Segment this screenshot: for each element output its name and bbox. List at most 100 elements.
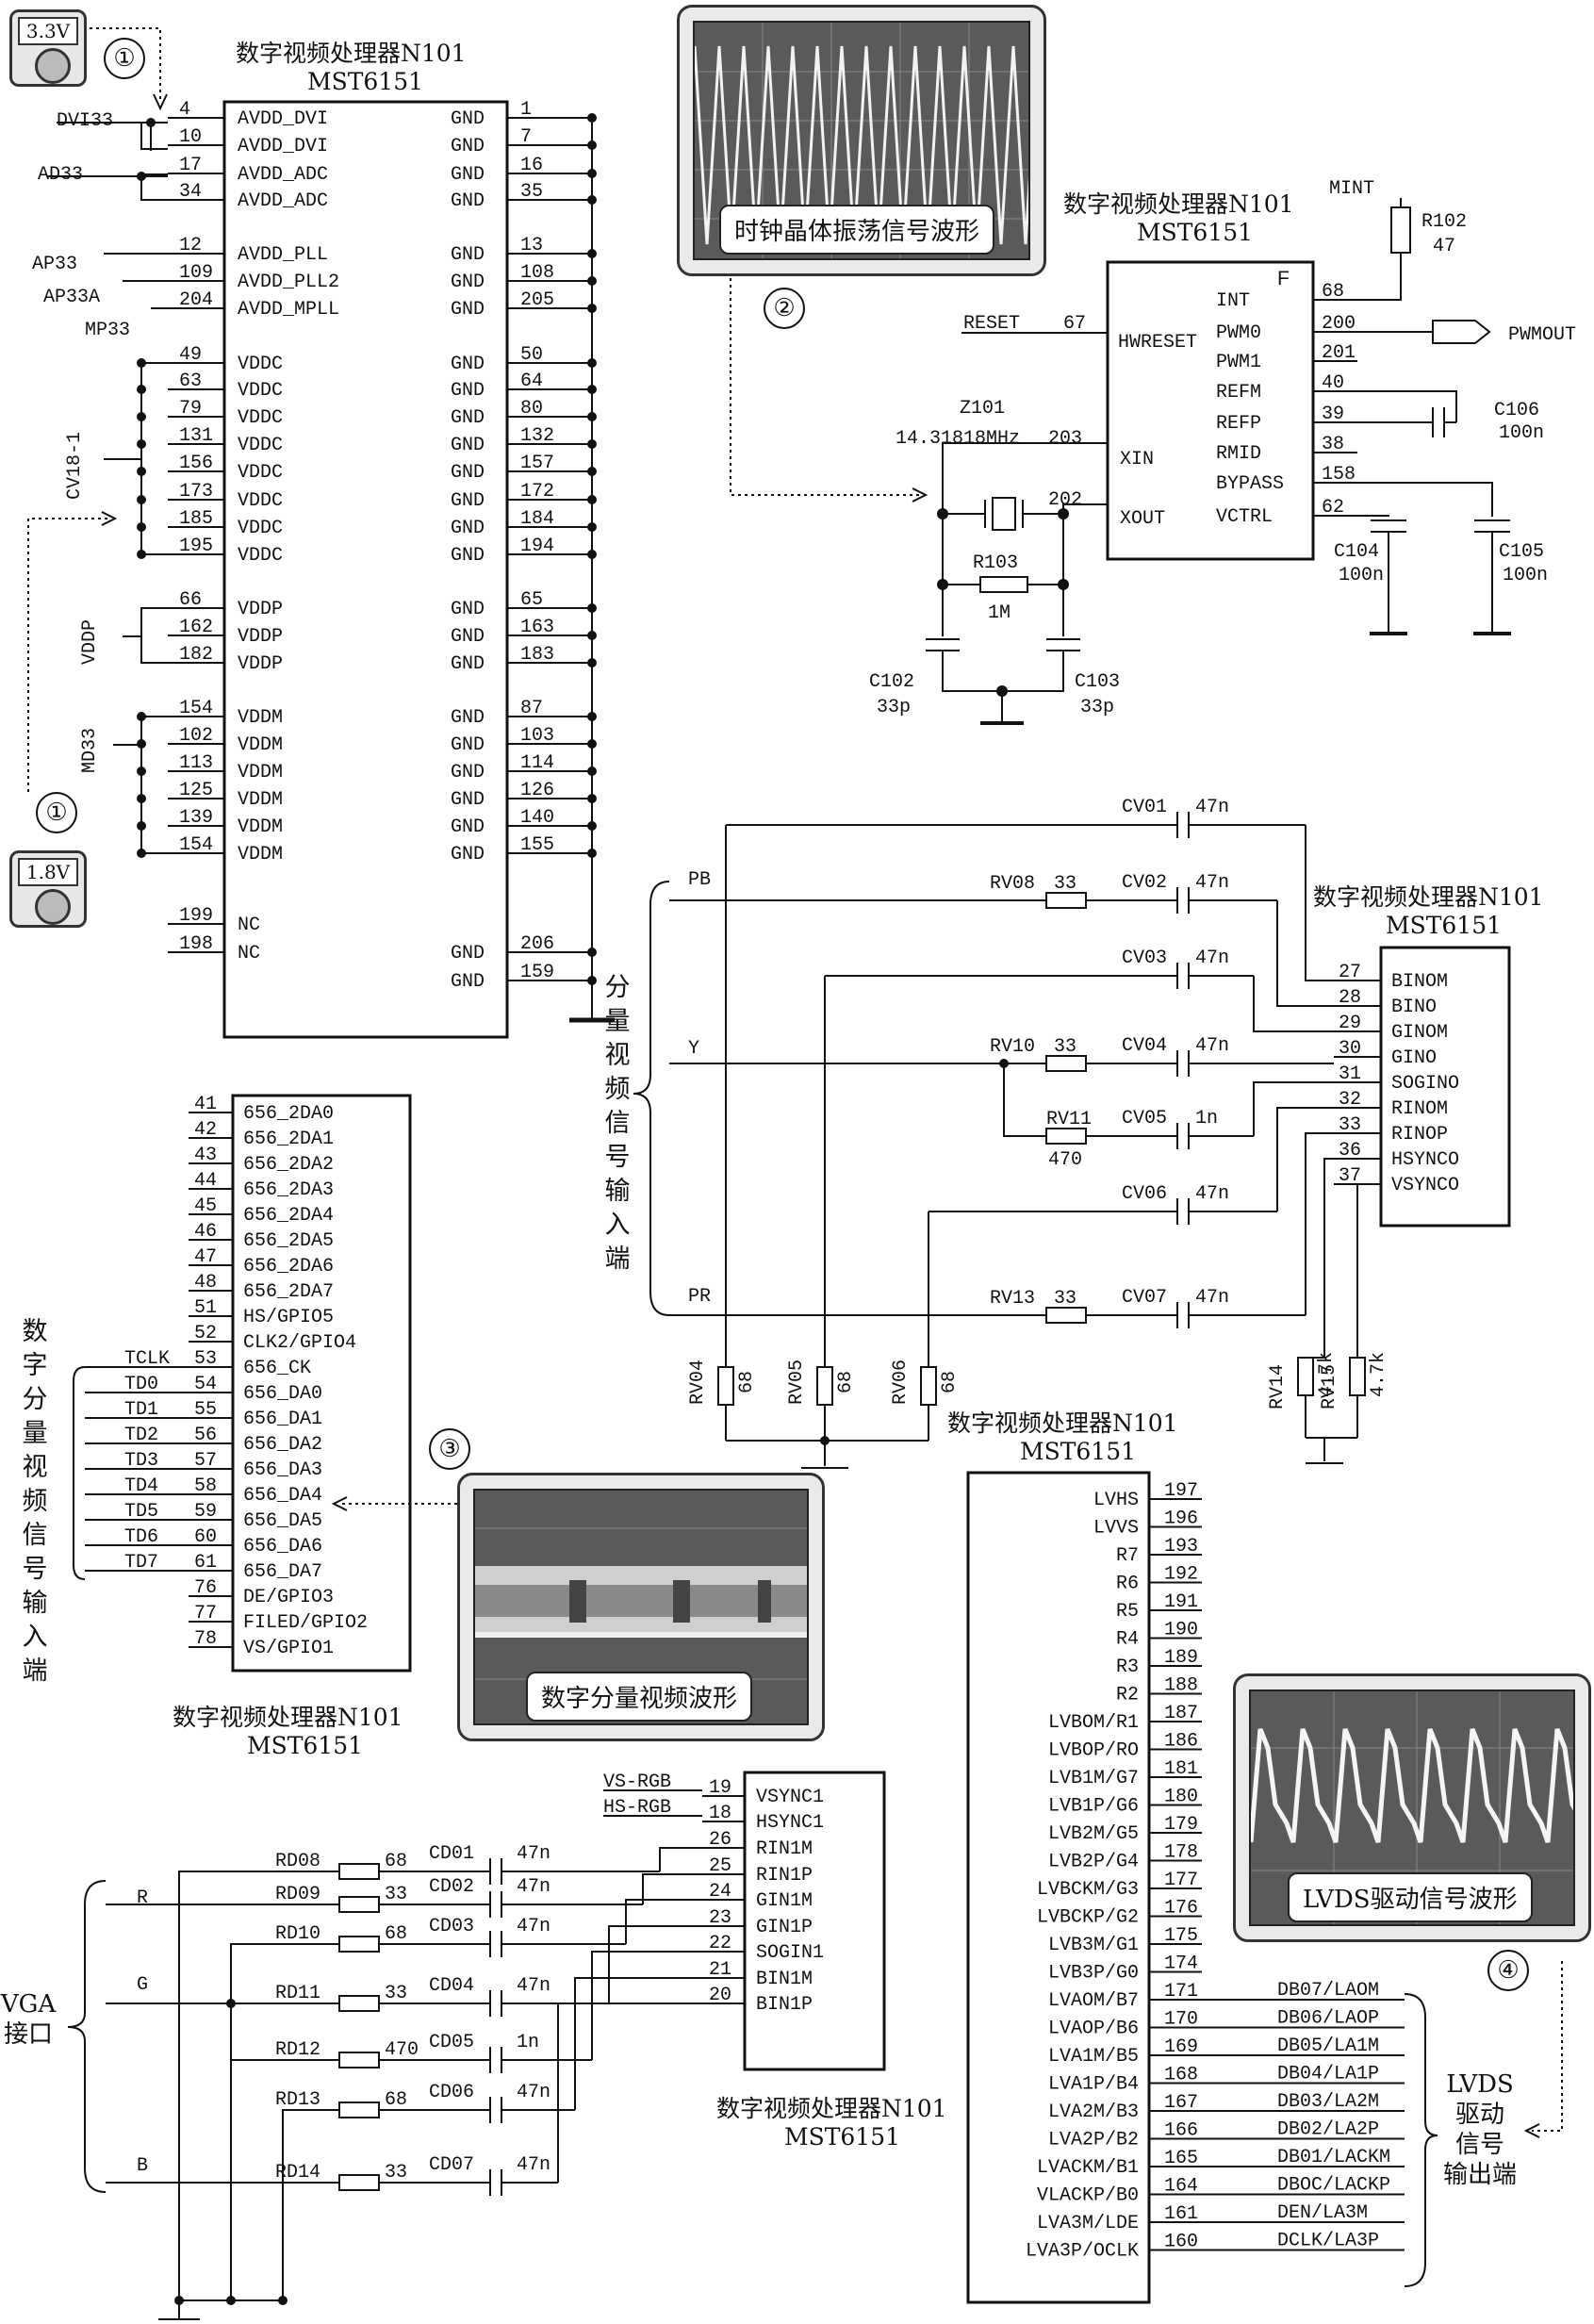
digital-pin-name: 656_DA4 [243,1485,322,1507]
ground-pin-number: 205 [520,289,554,311]
vga-pin-number: 26 [709,1829,731,1851]
vga-pin-name: BIN1M [756,1969,813,1990]
power-pin-name: NC [238,943,260,964]
lvds-pin-name: LVAOP/B6 [1048,2019,1139,2040]
lvds-pin-number: 175 [1164,1925,1198,1947]
r103-value: 1M [988,602,1011,624]
r103-ref: R103 [973,552,1018,574]
vga-cap-value: 47n [517,1916,551,1937]
power-pin-name: VDDC [238,545,283,567]
power-pin-name: VDDC [238,407,283,429]
vga-pin-name: HSYNC1 [756,1812,824,1834]
digital-pin-number: 58 [194,1475,217,1497]
clock-chip-body [1106,260,1315,561]
vga-cap-ref: CD06 [429,2082,474,2103]
digital-net-label: TD7 [124,1552,158,1574]
component-pin-number: 30 [1339,1038,1361,1060]
ground-pin-number: 172 [520,481,554,503]
lvds-pin-number: 169 [1164,2036,1198,2058]
ground-pin-number: 1 [520,99,532,121]
component-shunt-value: 68 [736,1371,758,1393]
component-shunt-ref: RV14 [1267,1364,1289,1409]
digital-pin-number: 43 [194,1145,217,1166]
power-pin-name: VDDC [238,518,283,539]
digital-pin-name: 656_2DA2 [243,1154,334,1176]
component-res-ref: RV08 [990,873,1035,895]
lvds-pin-name: LVB3P/G0 [1048,1963,1139,1985]
lvds-pin-name: R6 [1116,1574,1139,1595]
digital-pin-number: 41 [194,1094,217,1115]
scope-digital-caption: 数字分量视频波形 [526,1672,753,1722]
lvds-pin-number: 164 [1164,2176,1198,2198]
vga-pin-number: 19 [709,1777,731,1799]
ground-pin-name: GND [451,653,485,675]
digital-pin-number: 52 [194,1323,217,1344]
component-cap-ref: CV04 [1122,1035,1167,1057]
vga-chip-body [743,1771,886,2071]
component-cap-ref: CV05 [1122,1108,1167,1129]
multimeter-3v3: 3.3V [9,9,87,87]
power-pin-name: AVDD_DVI [238,136,328,157]
reset-pin-name: HWRESET [1118,332,1197,354]
vga-cap-ref: CD01 [429,1843,474,1865]
clock-waveform [695,23,1028,258]
digital-pin-number: 57 [194,1450,217,1472]
ground-pin-number: 7 [520,126,532,148]
ground-pin-name: GND [451,707,485,729]
lvds-pin-number: 165 [1164,2148,1198,2169]
ground-pin-number: 114 [520,752,554,774]
ground-pin-number: 64 [520,371,543,392]
power-rail-net: MP33 [85,320,130,341]
clock-pin-number: 40 [1322,372,1344,394]
digital-pin-number: 61 [194,1552,217,1574]
vga-input-b: B [137,2155,148,2177]
ground-pin-name: GND [451,244,485,266]
vga-res-ref: RD08 [275,1851,320,1872]
digital-pin-number: 55 [194,1399,217,1421]
vga-pin-name: RIN1P [756,1865,813,1887]
lvds-pin-number: 179 [1164,1814,1198,1836]
digital-pin-name: CLK2/GPIO4 [243,1332,356,1354]
lvds-pin-name: LVA3M/LDE [1037,2213,1139,2234]
component-pin-number: 27 [1339,962,1361,983]
power-rail-net: CV18-1 [64,432,86,500]
vga-res-value: 68 [385,1923,407,1945]
power-pin-name: VDDC [238,462,283,484]
ground-pin-name: GND [451,299,485,321]
lvds-pin-name: LVA1M/B5 [1048,2046,1139,2068]
ground-pin-name: GND [451,272,485,293]
power-pin-number: 125 [179,780,213,801]
digital-net-label: TD2 [124,1425,158,1446]
clock-pin-name: RMID [1216,443,1261,465]
ground-pin-number: 103 [520,725,554,747]
digital-pin-name: 656_DA0 [243,1383,322,1405]
vga-pin-name: SOGIN1 [756,1942,824,1964]
lvds-pin-number: 170 [1164,2009,1198,2031]
lvds-pin-name: LVBCKP/G2 [1037,1907,1139,1929]
ground-pin-name: GND [451,734,485,756]
power-pin-number: 10 [179,126,202,148]
digital-pin-name: 656_CK [243,1358,311,1379]
component-input-pr: PR [688,1286,711,1308]
ground-pin-name: GND [451,518,485,539]
vga-cap-value: 47n [517,2154,551,2176]
digital-pin-number: 51 [194,1297,217,1319]
clock-pin-number: 201 [1322,342,1356,364]
power-pin-number: 12 [179,235,202,256]
vga-res-value: 470 [385,2039,419,2061]
lvds-pin-number: 188 [1164,1675,1198,1697]
xout-pin-name: XOUT [1120,508,1165,530]
ground-pin-name: GND [451,626,485,648]
power-pin-number: 139 [179,807,213,829]
power-pin-number: 34 [179,181,202,203]
ground-pin-number: 194 [520,536,554,557]
ground-pin-name: GND [451,971,485,993]
power-pin-name: AVDD_MPLL [238,299,339,321]
component-cap-ref: CV07 [1122,1287,1167,1309]
power-rail-net: MD33 [79,728,101,773]
digital-pin-name: 656_DA5 [243,1510,322,1532]
ground-pin-name: GND [451,354,485,375]
ground-pin-name: GND [451,435,485,456]
component-pin-name: BINO [1391,997,1437,1018]
lvds-pin-number: 187 [1164,1703,1198,1724]
